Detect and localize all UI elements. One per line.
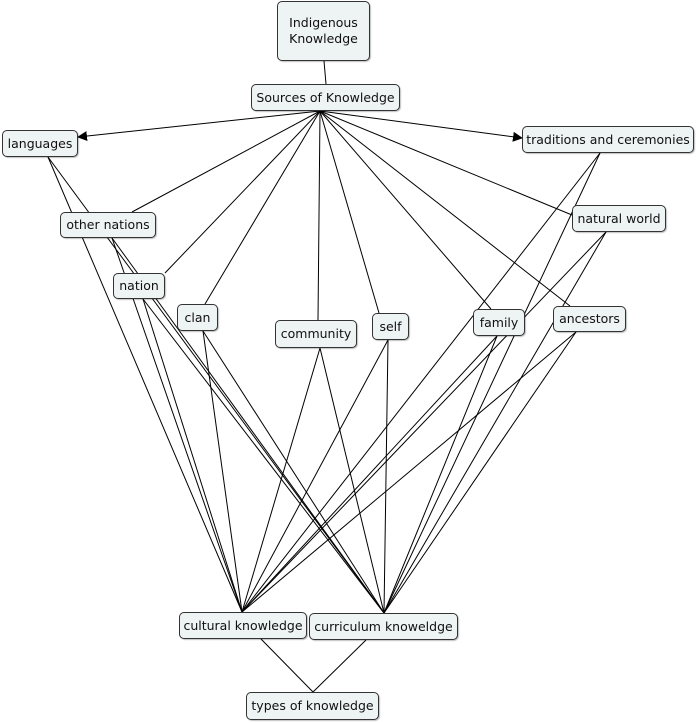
other-nations-node[interactable]: other nations: [60, 212, 156, 238]
link-sources-to-nation: [164, 110, 321, 274]
link-natural-world-to-cultural: [241, 231, 607, 613]
link-sources-to-traditions: [319, 110, 523, 142]
nation-node[interactable]: nation: [113, 273, 165, 299]
link-sources-to-community: [317, 110, 321, 321]
self-node[interactable]: self: [372, 313, 409, 340]
link-community-to-curriculum: [319, 347, 385, 614]
traditions-and-ceremonies-node[interactable]: traditions and ceremonies: [522, 126, 694, 153]
link-sources-to-other-nations: [131, 110, 321, 213]
link-sources-to-self: [319, 110, 380, 314]
natural-world-node[interactable]: natural world: [572, 205, 666, 232]
link-traditions-to-cultural: [241, 152, 601, 613]
link-sources-to-family: [319, 110, 492, 310]
link-traditions-to-curriculum: [383, 152, 601, 614]
link-family-to-cultural: [241, 335, 498, 613]
link-sources-to-ancestors: [319, 110, 571, 307]
types-of-knowledge-node[interactable]: types of knowledge: [246, 692, 379, 720]
link-clan-to-cultural: [202, 330, 243, 613]
link-nation-to-curriculum: [142, 298, 385, 614]
link-community-to-cultural: [241, 347, 321, 613]
link-family-to-curriculum: [383, 335, 498, 614]
clan-node[interactable]: clan: [177, 304, 218, 331]
link-other-nations-to-curriculum: [111, 237, 385, 614]
link-sources-to-clan: [204, 110, 321, 305]
indigenous-knowledge-node[interactable]: Indigenous Knowledge: [277, 1, 370, 61]
cultural-knowledge-node[interactable]: cultural knowledge: [179, 612, 307, 639]
languages-node[interactable]: languages: [2, 130, 78, 157]
link-curriculum-to-types: [312, 639, 367, 693]
link-sources-to-languages: [77, 110, 321, 142]
ancestors-node[interactable]: ancestors: [553, 306, 626, 332]
family-node[interactable]: family: [473, 309, 525, 336]
link-self-to-curriculum: [383, 339, 389, 614]
link-indigenous-to-sources: [323, 60, 327, 85]
sources-of-knowledge-node[interactable]: Sources of Knowledge: [251, 84, 400, 111]
link-cultural-to-types: [260, 638, 314, 693]
link-other-nations-to-cultural: [111, 237, 243, 613]
link-clan-to-curriculum: [202, 330, 385, 614]
community-node[interactable]: community: [275, 320, 357, 348]
link-self-to-cultural: [241, 339, 389, 613]
link-ancestors-to-curriculum: [383, 331, 577, 614]
link-nation-to-cultural: [142, 298, 243, 613]
curriculum-knowledge-node[interactable]: curriculum knoweldge: [309, 613, 458, 640]
link-sources-to-natural-world: [319, 110, 573, 216]
link-natural-world-to-curriculum: [383, 231, 607, 614]
